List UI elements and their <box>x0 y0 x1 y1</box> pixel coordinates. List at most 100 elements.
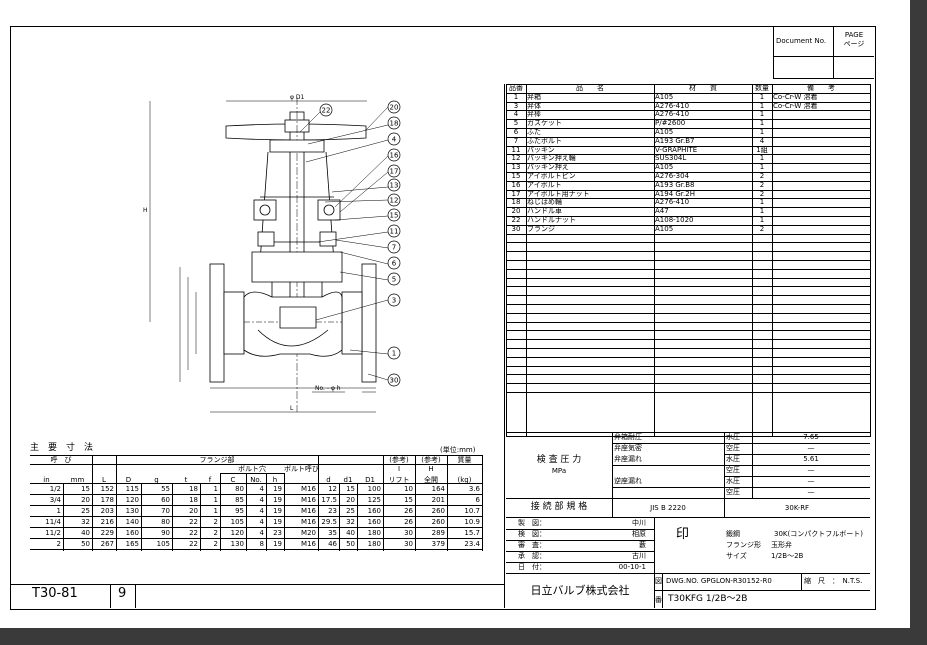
parts-cell: 3 <box>513 101 519 110</box>
parts-row-line <box>506 383 870 385</box>
dimension-cell: 115 <box>125 485 139 493</box>
parts-cell: ガスケット <box>527 119 562 128</box>
inspection-cell: 空圧 <box>726 488 740 496</box>
dimension-cell: 2 <box>56 540 61 548</box>
parts-cell: 1 <box>759 101 765 110</box>
dimension-column-header: D1 <box>365 476 375 484</box>
parts-cell: 30 <box>511 224 521 233</box>
dimension-cell: M16 <box>301 507 316 515</box>
parts-row-line <box>506 295 870 297</box>
dimension-cell: 160 <box>367 518 381 526</box>
dimension-cell: 12 <box>328 485 337 493</box>
parts-row-line <box>506 145 870 147</box>
parts-cell: アイボルトピン <box>527 172 576 180</box>
dimension-grid-line <box>141 483 142 551</box>
inspection-line <box>612 443 870 444</box>
parts-header: 材 質 <box>689 84 717 92</box>
parts-row-line <box>506 198 870 200</box>
dimension-cell: 164 <box>431 485 445 493</box>
dimension-cell: 60 <box>161 496 170 504</box>
parts-cell: 弁体 <box>527 101 541 110</box>
parts-cell: 1組 <box>756 145 768 154</box>
docbox-line <box>833 26 834 78</box>
inspection-cell: 弁座気密 <box>614 444 642 452</box>
dimension-cell: 6 <box>475 496 480 504</box>
parts-cell: P/#2600 <box>655 119 686 128</box>
callout-number: 20 <box>390 104 399 112</box>
dimension-grid-line <box>246 473 247 551</box>
dimension-cell: M16 <box>301 485 316 493</box>
dimension-cell: 19 <box>273 518 282 526</box>
title-block: 製 図：中川検 図：相原審 査：藪承 認：古川日 付：00-10-1 印 鍛鋼 … <box>506 518 870 608</box>
spec1-key: 鍛鋼 <box>726 530 740 538</box>
page-label-ja: ページ <box>843 40 865 48</box>
dimension-column-header: mm <box>70 476 85 484</box>
dimension-cell: 160 <box>125 529 139 537</box>
dimension-cell: 4 <box>259 485 264 493</box>
dimension-grid-line <box>339 483 340 551</box>
window-shadow-bottom <box>0 628 927 645</box>
dimension-cell: 70 <box>161 507 170 515</box>
callout-number: 17 <box>390 168 399 176</box>
dimension-cell: 23 <box>273 529 282 537</box>
parts-cell: 2 <box>759 224 765 233</box>
bolt-group: ボルト穴 <box>238 465 266 473</box>
parts-cell: 11 <box>511 145 521 154</box>
parts-cell: 1 <box>759 92 765 101</box>
callout-number: 11 <box>390 228 399 236</box>
inspection-cell: — <box>807 488 815 496</box>
dimension-cell: 32 <box>346 518 355 526</box>
dimension-column-header: d <box>326 476 331 484</box>
dimension-grid-line <box>30 538 482 539</box>
dimension-cell: 29.5 <box>321 518 337 526</box>
parts-cell: 1 <box>759 119 765 128</box>
dimension-cell: 26 <box>404 518 413 526</box>
dimension-cell: 19 <box>273 496 282 504</box>
inspection-cell: 逆座漏れ <box>614 477 642 485</box>
dimension-cell: 19 <box>273 507 282 515</box>
parts-cell: SUS304L <box>655 154 687 163</box>
dimension-cell: 3/4 <box>49 496 61 504</box>
parts-header: 品 名 <box>576 84 604 92</box>
parts-row-line <box>506 189 870 191</box>
dimension-cell: 180 <box>367 529 381 537</box>
parts-cell: Co-Cr-W 溶着 <box>773 101 818 110</box>
parts-cell: 7 <box>513 136 519 145</box>
dimension-cell: 15 <box>81 485 90 493</box>
inspection-cell: 水圧 <box>726 455 740 463</box>
dimension-cell: M20 <box>301 529 316 537</box>
parts-row-line <box>506 348 870 349</box>
parts-row-line <box>506 312 870 314</box>
parts-row-line <box>506 163 870 165</box>
dimension-column-header: t <box>184 476 188 484</box>
dimension-cell: 32 <box>81 518 90 526</box>
dimension-cell: 178 <box>100 496 114 504</box>
inspection-cell: 水圧 <box>726 477 740 485</box>
parts-row-line <box>506 277 870 279</box>
parts-cell: 6 <box>513 128 519 136</box>
parts-cell: 1 <box>513 92 519 101</box>
dimension-grid-line <box>30 494 482 495</box>
parts-cell: A276-410 <box>655 110 690 119</box>
company-name: 日立バルブ株式会社 <box>530 584 630 597</box>
inspection-cell: 5.61 <box>803 455 819 463</box>
flange-group: フランジ部 <box>199 456 235 464</box>
docbox-line <box>773 26 774 78</box>
dimension-cell: 15 <box>404 496 413 504</box>
dimension-grid-line <box>220 473 221 551</box>
parts-row-line <box>506 119 870 121</box>
dimension-cell: 30 <box>404 540 413 548</box>
parts-cell: ふたボルト <box>527 136 562 145</box>
dimension-cell: 1/2 <box>49 485 61 493</box>
spec3-key: サイズ <box>726 552 747 560</box>
dimension-cell: 289 <box>431 529 445 537</box>
parts-header: 数量 <box>755 84 769 92</box>
dimension-cell: 10 <box>404 485 413 493</box>
dimension-grid-line <box>266 473 267 551</box>
parts-cell: 13 <box>511 163 521 172</box>
dimension-column-header: 全開 <box>424 476 438 484</box>
dimension-cell: 2 <box>213 518 218 526</box>
